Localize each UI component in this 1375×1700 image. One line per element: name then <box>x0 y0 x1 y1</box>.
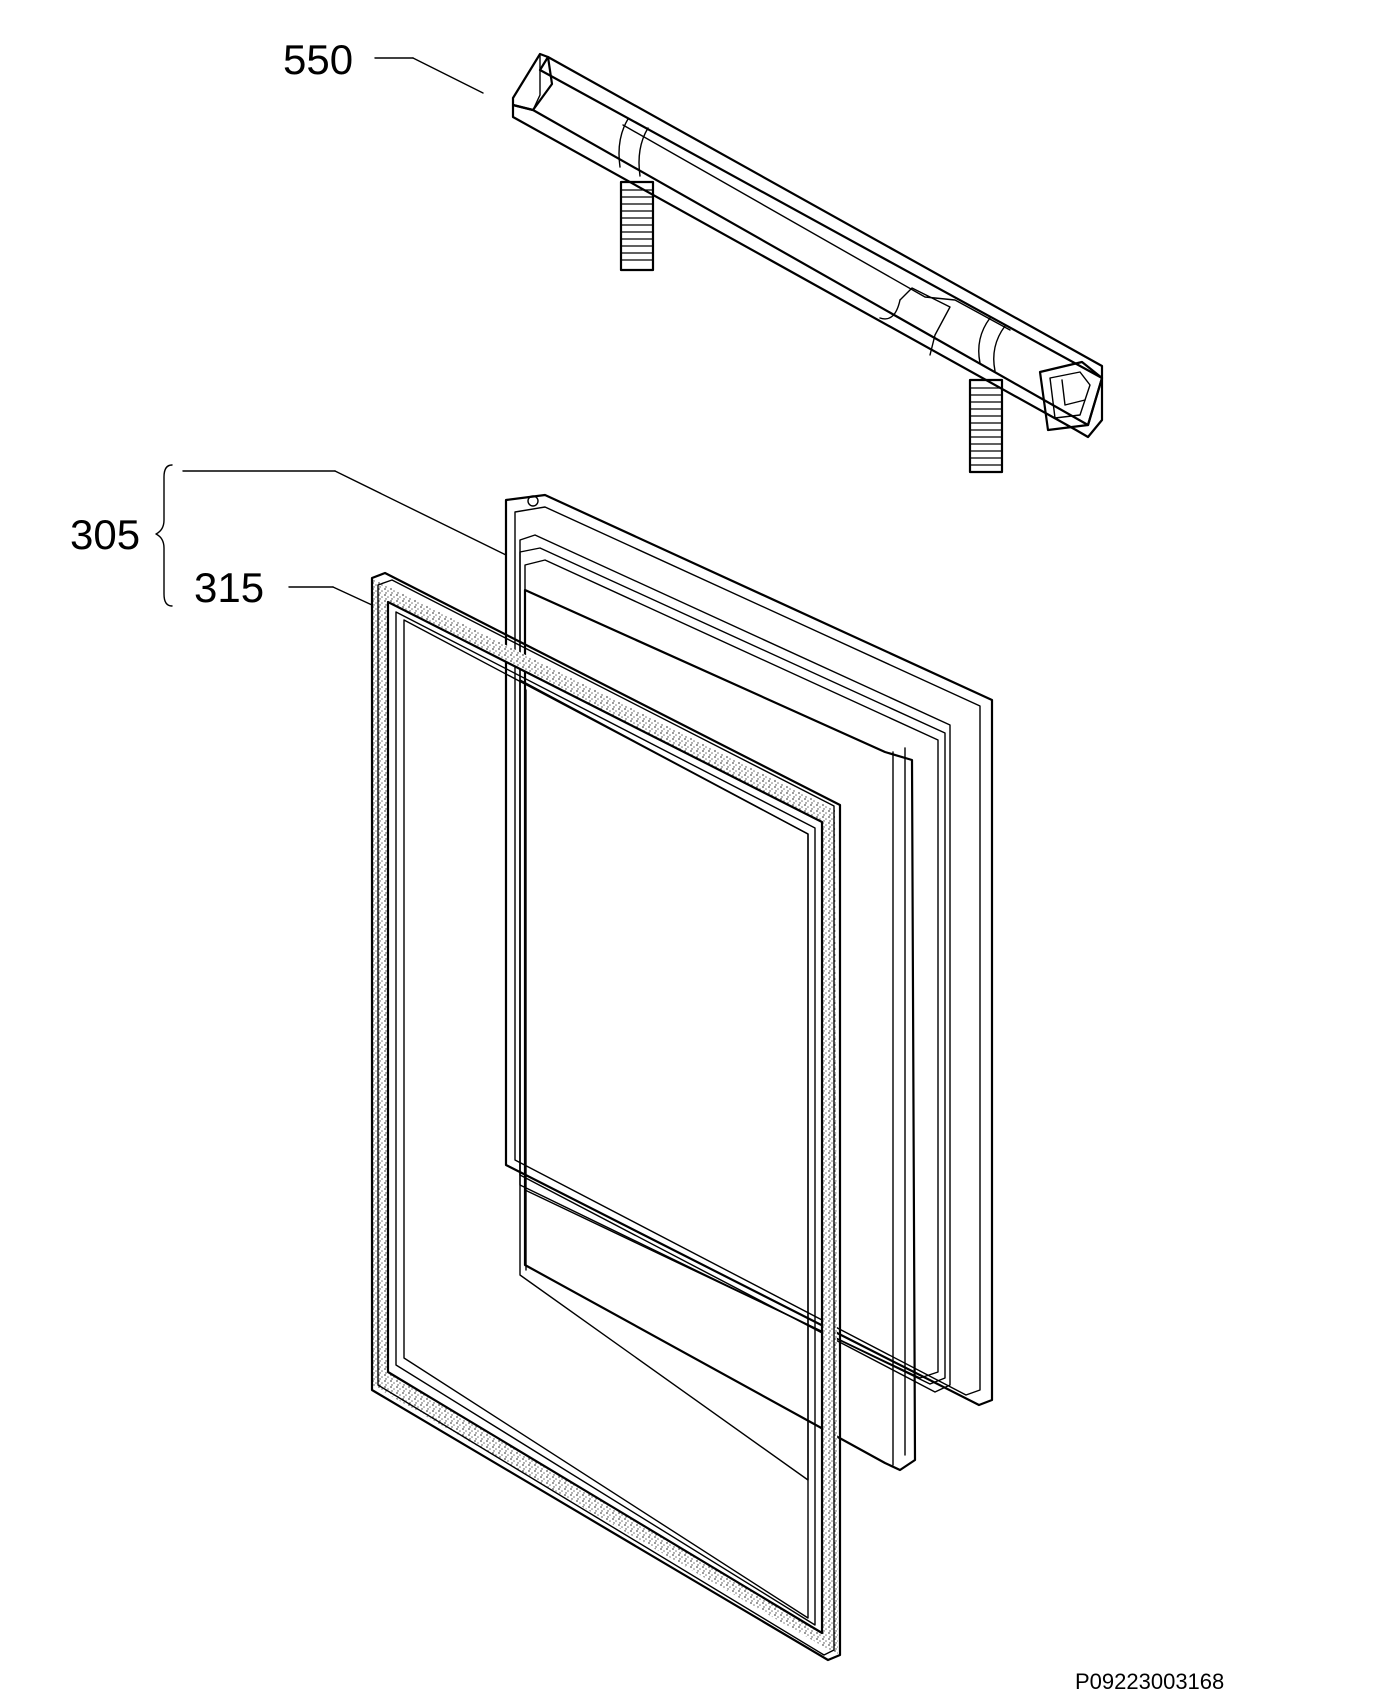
drawing-code: P09223003168 <box>1075 1669 1224 1694</box>
leader-lines <box>155 57 507 607</box>
handle-part <box>511 52 1104 474</box>
callout-305: 305 <box>70 511 140 558</box>
door-panel-part <box>504 493 994 1472</box>
callout-550: 550 <box>283 36 353 83</box>
left-stud-thread <box>621 189 653 261</box>
right-stud-thread <box>970 387 1002 466</box>
gasket-part <box>370 571 842 1662</box>
callout-315: 315 <box>194 564 264 611</box>
